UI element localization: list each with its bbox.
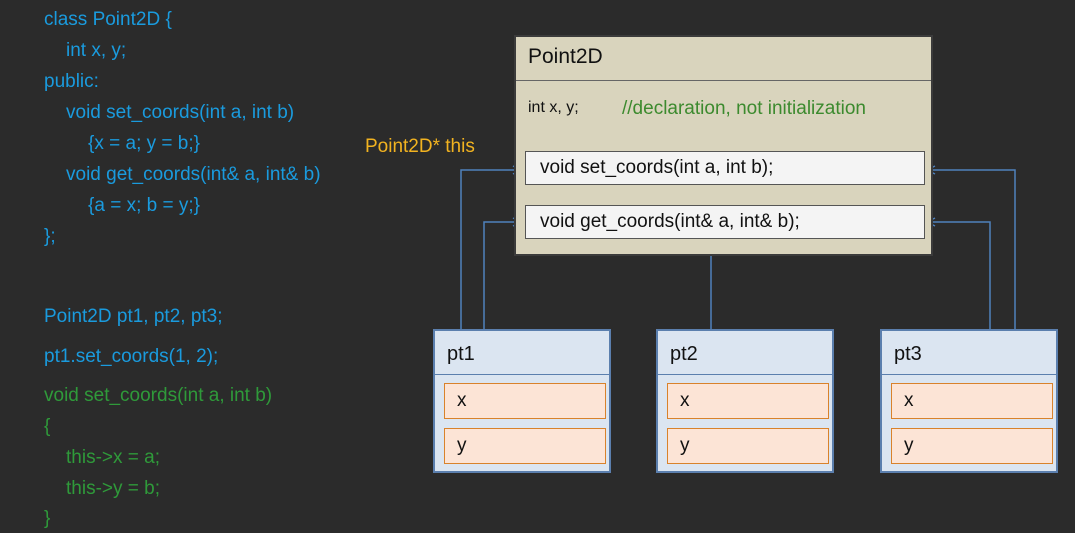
- field-x: x: [444, 383, 606, 419]
- code-line-expansion-close: }: [44, 508, 51, 529]
- code-line-set-coords: void set_coords(int a, int b): [66, 102, 295, 123]
- member-comment: //declaration, not initialization: [622, 98, 866, 119]
- field-x: x: [667, 383, 829, 419]
- arrow-pt3-set: [927, 170, 1016, 329]
- class-divider: [516, 80, 931, 81]
- code-line-expansion-sig: void set_coords(int a, int b): [44, 385, 273, 406]
- code-line-object-decl: Point2D pt1, pt2, pt3;: [44, 306, 223, 327]
- code-line-class-end: };: [44, 226, 56, 247]
- field-y: y: [667, 428, 829, 464]
- this-pointer-label: Point2D* this: [365, 136, 475, 157]
- code-line-get-body: {a = x; b = y;}: [88, 195, 200, 216]
- object-box-pt3: pt3 x y: [880, 329, 1058, 473]
- object-divider: [658, 374, 832, 375]
- code-line-fields: int x, y;: [66, 40, 127, 61]
- arrow-pt1-get: [483, 222, 521, 329]
- object-divider: [882, 374, 1056, 375]
- code-line-class-decl: class Point2D {: [44, 9, 172, 30]
- field-y: y: [444, 428, 606, 464]
- object-divider: [435, 374, 609, 375]
- code-line-get-coords: void get_coords(int& a, int& b): [66, 164, 321, 185]
- field-x: x: [891, 383, 1053, 419]
- code-line-this-x: this->x = a;: [66, 447, 160, 468]
- object-box-pt2: pt2 x y: [656, 329, 834, 473]
- method-get-coords: void get_coords(int& a, int& b);: [525, 205, 925, 239]
- object-name: pt1: [447, 343, 475, 365]
- code-line-set-body: {x = a; y = b;}: [88, 133, 200, 154]
- arrow-pt3-get: [927, 222, 991, 329]
- code-line-this-y: this->y = b;: [66, 478, 160, 499]
- object-box-pt1: pt1 x y: [433, 329, 611, 473]
- arrow-pt1-set: [460, 170, 521, 329]
- class-title: Point2D: [528, 45, 603, 68]
- object-name: pt2: [670, 343, 698, 365]
- class-box-point2d: Point2D int x, y; //declaration, not ini…: [514, 35, 933, 256]
- code-line-call: pt1.set_coords(1, 2);: [44, 346, 219, 367]
- code-line-expansion-open: {: [44, 416, 51, 437]
- member-declaration: int x, y;: [528, 99, 579, 116]
- object-name: pt3: [894, 343, 922, 365]
- field-y: y: [891, 428, 1053, 464]
- method-set-coords: void set_coords(int a, int b);: [525, 151, 925, 185]
- code-line-public: public:: [44, 71, 99, 92]
